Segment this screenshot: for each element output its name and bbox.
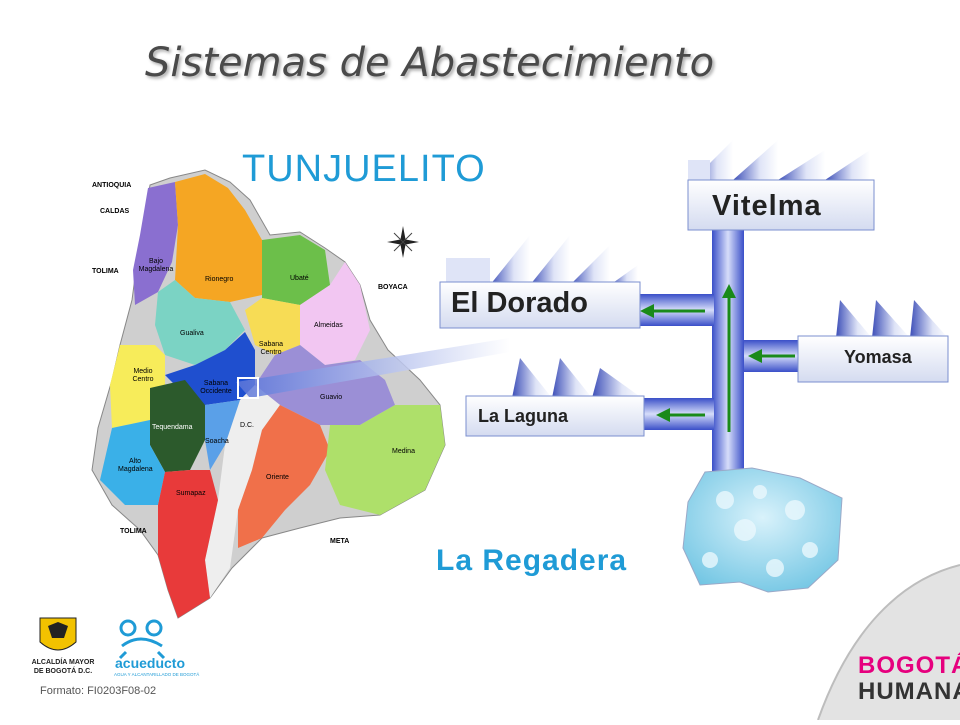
arrow-la-laguna-head	[656, 408, 670, 422]
plant-la-laguna-shape	[465, 358, 645, 437]
reservoir-label: La Regadera	[436, 544, 628, 577]
page-curl-edge	[817, 564, 960, 721]
province-sabana-centro	[245, 298, 300, 355]
province-label: Sabana Occidente	[200, 380, 232, 395]
province-label: Alto Magdalena	[118, 458, 153, 473]
province-label: Medina	[392, 448, 415, 455]
map-highlight	[237, 377, 259, 399]
plant-vitelma-shape	[687, 140, 875, 231]
province-oriente	[238, 405, 330, 548]
plant-vitelma-label: Vitelma	[712, 190, 822, 222]
plant-el-dorado-shape	[439, 235, 641, 329]
plant-el-dorado-label: El Dorado	[451, 287, 588, 319]
province-label: Sabana Centro	[258, 341, 284, 356]
arrow-el-dorado-head	[640, 304, 654, 318]
province-label: Rionegro	[205, 276, 234, 283]
arrow-up-head	[722, 284, 736, 298]
neighbor-label: ANTIOQUIA	[92, 182, 132, 189]
plant-yomasa-shape	[797, 300, 949, 383]
province-label: Gualiva	[180, 330, 204, 337]
alcaldia-label: ALCALDÍA MAYOR DE BOGOTÁ D.C.	[31, 659, 95, 675]
alcaldia-seal-icon	[39, 617, 77, 651]
flow-arrows	[640, 284, 795, 432]
arrow-yomasa-head	[748, 349, 762, 363]
neighbor-label: META	[330, 538, 350, 545]
province-gualiva	[155, 280, 245, 365]
neighbor-label: TOLIMA	[120, 528, 147, 535]
province-soacha	[205, 400, 240, 470]
province-medina	[325, 405, 445, 515]
plant-la-laguna-label: La Laguna	[478, 406, 569, 426]
acueducto-sublabel: AGUA Y ALCANTARILLADO DE BOGOTÁ	[114, 672, 200, 677]
cundinamarca-map	[91, 169, 446, 619]
compass-rose-icon	[387, 226, 419, 258]
province-label: Oriente	[266, 474, 289, 481]
acueducto-label: acueducto	[115, 655, 186, 671]
plant-yomasa-label: Yomasa	[844, 347, 912, 367]
province-sumapaz	[158, 470, 218, 618]
province-rionegro	[175, 174, 262, 302]
province-label: Sumapaz	[176, 490, 206, 497]
province-label: Bajo Magdalena	[138, 258, 174, 273]
reservoir-shape	[682, 467, 843, 593]
province-label: Medio Centro	[132, 368, 154, 383]
format-code: Formato: FI0203F08-02	[40, 685, 157, 697]
bogota-logo-text: BOGOTÁ	[858, 652, 960, 679]
province-dc	[205, 385, 280, 598]
province-label: Almeidas	[314, 322, 343, 329]
province-label: Ubaté	[290, 275, 309, 282]
zoom-beam	[236, 338, 510, 398]
acueducto-logo-icon	[118, 619, 166, 660]
province-tequendama	[150, 380, 205, 472]
province-almeidas	[300, 262, 370, 365]
province-bajo-magdalena	[133, 182, 178, 305]
province-label: Guavio	[320, 394, 343, 401]
province-label: Tequendama	[152, 424, 193, 431]
page-curl	[818, 565, 960, 720]
province-alto-magdalena	[100, 420, 165, 505]
humana-logo-text: HUMANA	[858, 678, 960, 705]
neighbor-label: CALDAS	[100, 208, 130, 215]
province-label: Soacha	[205, 438, 229, 445]
system-name: TUNJUELITO	[242, 148, 486, 190]
province-ubate	[262, 235, 330, 305]
province-label: D.C.	[240, 422, 254, 429]
neighbor-label: TOLIMA	[92, 268, 119, 275]
neighbor-label: BOYACA	[378, 284, 408, 291]
page-title: Sistemas de Abastecimiento	[145, 40, 715, 86]
